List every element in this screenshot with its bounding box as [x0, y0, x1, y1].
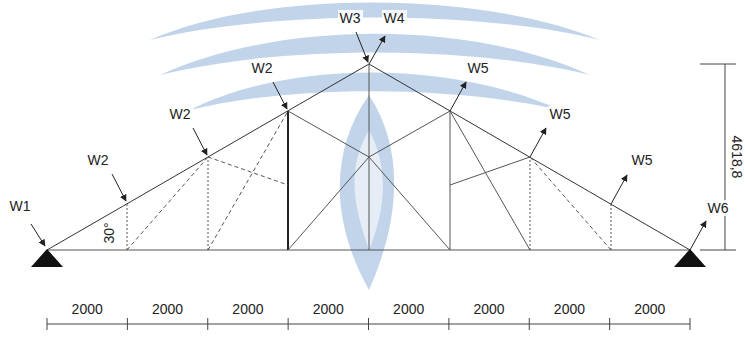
watermark	[150, 3, 600, 291]
dimension-label: 2000	[391, 301, 426, 317]
dimension-lines	[47, 64, 736, 324]
dimension-label: 2000	[311, 301, 346, 317]
dimension-tick	[207, 318, 208, 330]
load-label: W2	[86, 152, 111, 168]
load-label: W5	[548, 106, 573, 122]
dimension-ticks	[47, 318, 690, 330]
truss-members	[47, 64, 690, 250]
load-label: W1	[8, 198, 33, 214]
dimension-tick	[529, 318, 530, 330]
load-label: W2	[250, 60, 275, 76]
dimension-label: 2000	[552, 301, 587, 317]
load-label: W6	[706, 200, 731, 216]
load-label: W5	[466, 60, 491, 76]
dimension-tick	[288, 318, 289, 330]
angle-label: 30°	[101, 220, 117, 245]
load-label: W5	[630, 152, 655, 168]
load-label: W4	[382, 10, 407, 26]
load-label: W2	[168, 106, 193, 122]
dimension-tick	[448, 318, 449, 330]
dimension-tick	[47, 318, 48, 330]
dimension-tick	[127, 318, 128, 330]
dimension-label: 2000	[632, 301, 667, 317]
dimension-label: 4618,8	[729, 134, 745, 181]
dimension-tick	[690, 318, 691, 330]
dimension-label: 2000	[150, 301, 185, 317]
load-label: W3	[338, 10, 363, 26]
wind-load-arrows	[31, 32, 706, 250]
dimension-tick	[368, 318, 369, 330]
dimension-label: 2000	[471, 301, 506, 317]
dimension-tick	[609, 318, 610, 330]
dimension-label: 2000	[230, 301, 265, 317]
pin-support	[31, 249, 706, 267]
dimension-label: 2000	[70, 301, 105, 317]
